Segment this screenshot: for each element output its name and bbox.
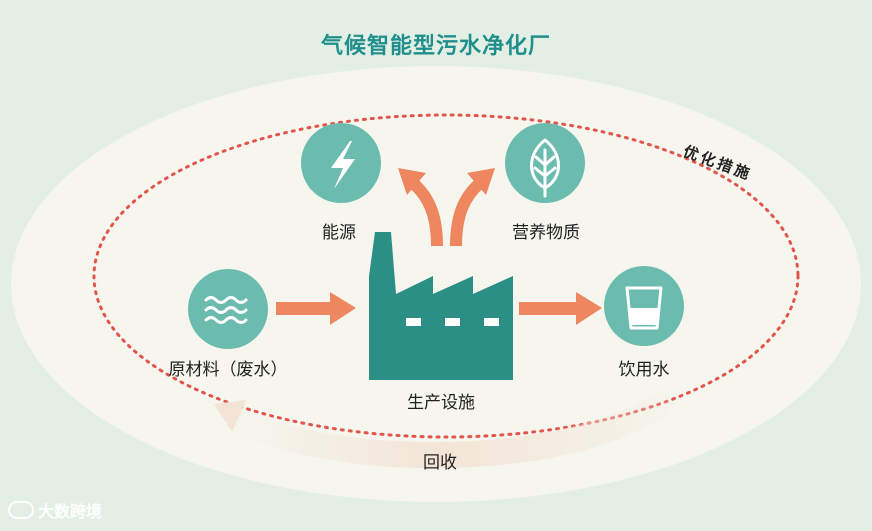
water-glass-fill (630, 308, 658, 325)
arrow-facility-to-water (519, 292, 602, 325)
watermark-text: 大数跨境 (38, 502, 103, 521)
watermark-logo-icon (8, 501, 34, 519)
arrow-raw-to-facility (276, 292, 356, 325)
recycle-arrow (212, 392, 673, 468)
facility-label: 生产设施 (407, 393, 475, 413)
leaf-icon (530, 138, 560, 198)
energy-node (301, 123, 381, 203)
arrow-facility-to-energy (398, 168, 443, 247)
recycle-label: 回收 (423, 453, 457, 473)
nutrients-label: 营养物质 (512, 223, 580, 243)
water-waves-icon (204, 296, 248, 324)
energy-label: 能源 (322, 223, 356, 243)
arrow-facility-to-nutrients (450, 168, 495, 247)
watermark: 大数跨境 (8, 498, 102, 522)
factory-icon (369, 232, 513, 380)
water-glass-icon-circle (604, 266, 684, 346)
nutrients-node (505, 123, 585, 203)
water-glass-icon (625, 286, 663, 330)
drinking-water-label: 饮用水 (618, 360, 670, 380)
lightning-icon (331, 141, 355, 189)
recycle-arrowhead (214, 400, 246, 432)
raw-material-label: 原材料（废水） (168, 360, 288, 380)
raw-material-node (188, 269, 268, 349)
optimization-loop (92, 113, 800, 439)
background-ellipse (11, 66, 861, 502)
drinking-water-node (604, 266, 684, 346)
diagram-title: 气候智能型污水净化厂 (320, 34, 552, 59)
